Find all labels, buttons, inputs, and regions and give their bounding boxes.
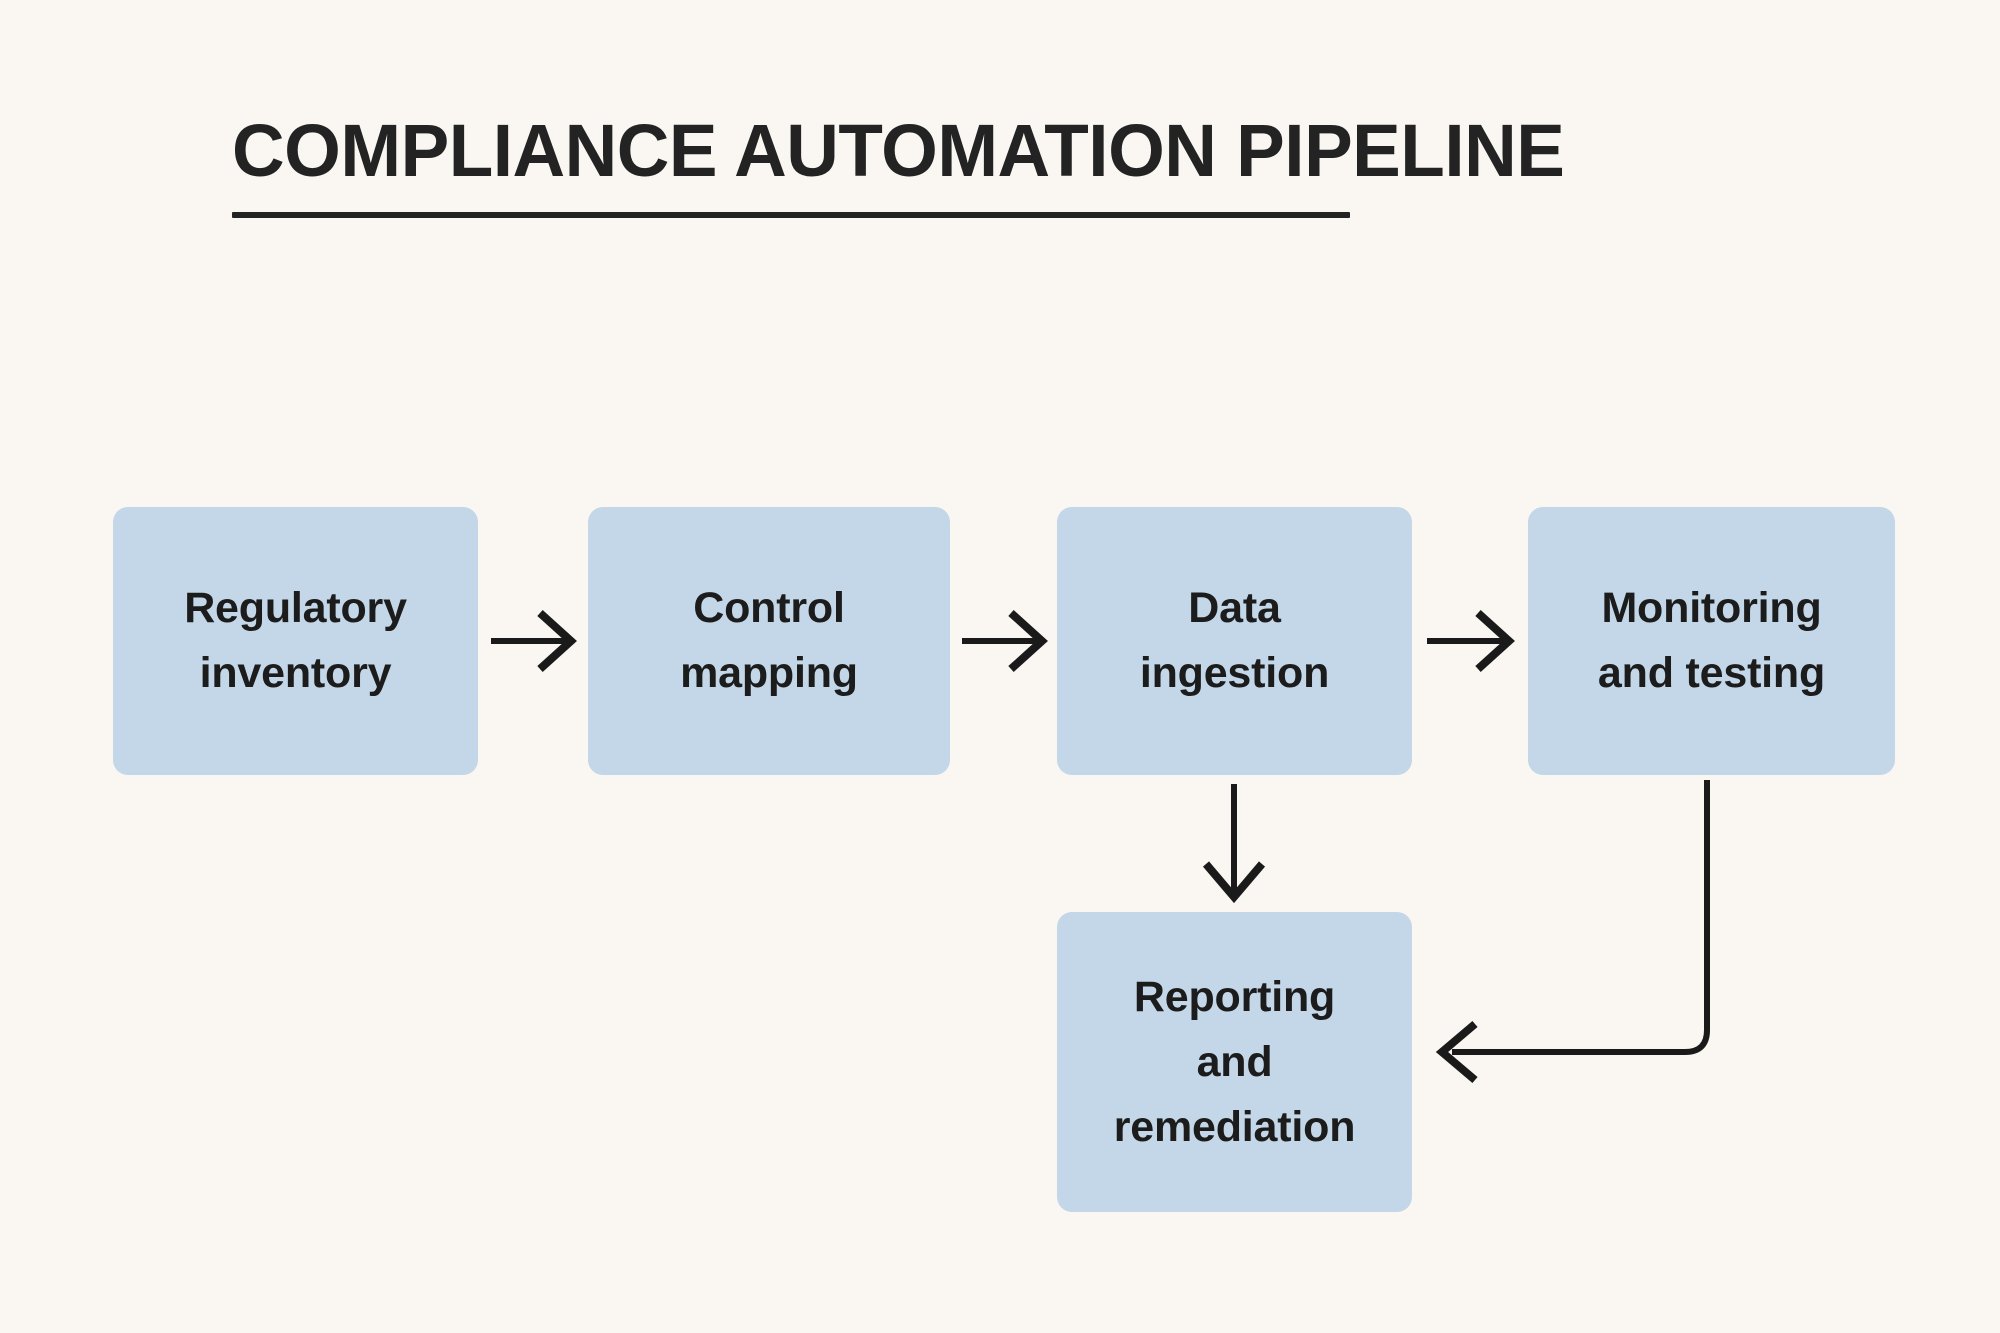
node-label: Reporting and remediation [1114, 965, 1356, 1160]
node-label: Monitoring and testing [1598, 576, 1825, 706]
arrow-data-ingestion-to-reporting-remediation [1202, 784, 1266, 904]
arrow-data-ingestion-to-monitoring-testing [1427, 610, 1515, 672]
node-data-ingestion[interactable]: Data ingestion [1057, 507, 1412, 775]
node-label: Control mapping [680, 576, 858, 706]
node-reporting-remediation[interactable]: Reporting and remediation [1057, 912, 1412, 1212]
node-label-line-1: Reporting [1133, 972, 1336, 1021]
node-label-line-2: and testing [1597, 649, 1826, 697]
node-label-line-2: mapping [680, 649, 858, 697]
node-label-line-1: Control [693, 584, 845, 632]
node-label-line-1: Data [1188, 584, 1281, 632]
node-label-line-1: Regulatory [184, 584, 407, 632]
node-control-mapping[interactable]: Control mapping [588, 507, 950, 775]
node-label-line-2: ingestion [1139, 649, 1330, 697]
node-label-line-2: and [1196, 1037, 1273, 1086]
node-label-line-3: remediation [1113, 1102, 1356, 1151]
page-title: COMPLIANCE AUTOMATION PIPELINE [232, 109, 1565, 192]
node-label: Data ingestion [1139, 576, 1330, 706]
node-label-line-1: Monitoring [1601, 584, 1822, 632]
node-label-line-2: inventory [199, 649, 392, 697]
arrow-monitoring-testing-to-reporting-remediation [1435, 780, 1710, 1084]
title-underline-rule [232, 212, 1350, 218]
node-monitoring-testing[interactable]: Monitoring and testing [1528, 507, 1895, 775]
arrow-regulatory-inventory-to-control-mapping [491, 610, 577, 672]
title-block: COMPLIANCE AUTOMATION PIPELINE [232, 108, 1565, 218]
arrow-control-mapping-to-data-ingestion [962, 610, 1048, 672]
node-regulatory-inventory[interactable]: Regulatory inventory [113, 507, 478, 775]
node-label: Regulatory inventory [184, 576, 407, 706]
